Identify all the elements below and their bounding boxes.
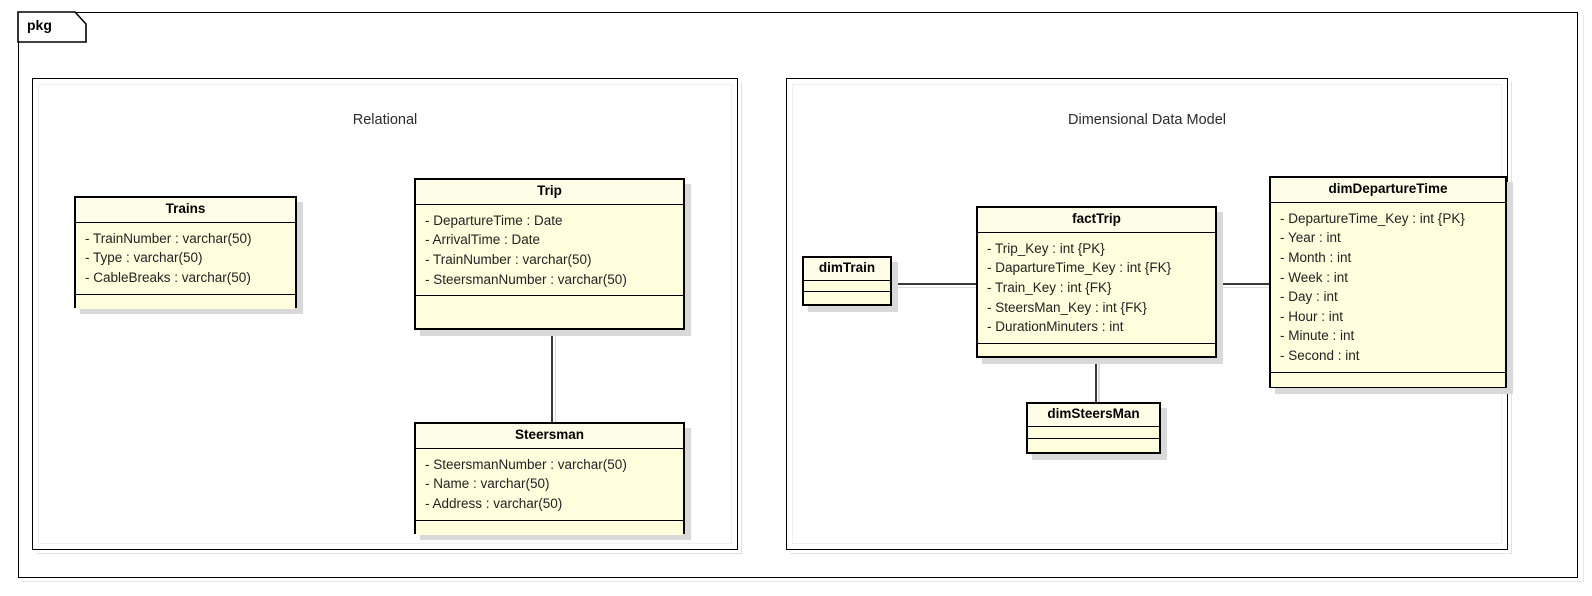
class-dimtrain-attributes bbox=[804, 280, 890, 292]
class-trains[interactable]: Trains - TrainNumber : varchar(50) - Typ… bbox=[74, 196, 297, 309]
class-attribute: - Hour : int bbox=[1280, 308, 1344, 324]
class-facttrip-attributes: - Trip_Key : int {PK} - DapartureTime_Ke… bbox=[978, 232, 1215, 344]
class-dimtrain-name: dimTrain bbox=[804, 258, 890, 281]
class-attribute: - TrainNumber : varchar(50) bbox=[425, 252, 592, 268]
association-facttrip-dimdeparturetime-shadow bbox=[1218, 286, 1272, 289]
class-dimsteersman-name: dimSteersMan bbox=[1028, 404, 1159, 427]
class-attribute: - Day : int bbox=[1280, 289, 1338, 305]
class-attribute: - CableBreaks : varchar(50) bbox=[85, 270, 251, 286]
class-trains-name: Trains bbox=[76, 198, 295, 223]
class-dimdeparturetime-attributes: - DepartureTime_Key : int {PK} - Year : … bbox=[1271, 202, 1505, 373]
package-tab-label: pkg bbox=[27, 17, 52, 33]
class-attribute: - Second : int bbox=[1280, 348, 1360, 363]
class-attribute: - SteersmanNumber : varchar(50) bbox=[425, 456, 627, 472]
class-trains-operations bbox=[76, 294, 295, 309]
class-facttrip-name: factTrip bbox=[978, 208, 1215, 233]
association-facttrip-dimsteersman-shadow bbox=[1098, 362, 1100, 406]
class-trip-name: Trip bbox=[416, 180, 683, 205]
class-attribute: - Year : int bbox=[1280, 230, 1341, 246]
class-trip-operations bbox=[416, 296, 683, 321]
class-dimsteersman-attributes bbox=[1028, 426, 1159, 439]
class-attribute: - ArrivalTime : Date bbox=[425, 232, 541, 248]
class-attribute: - Address : varchar(50) bbox=[425, 496, 563, 512]
package-frame-shadow bbox=[22, 16, 1584, 582]
class-attribute: - Trip_Key : int {PK} bbox=[987, 240, 1105, 256]
class-dimtrain[interactable]: dimTrain bbox=[802, 256, 892, 306]
class-attribute: - DapartureTime_Key : int {FK} bbox=[987, 260, 1172, 276]
package-tab-icon bbox=[17, 11, 87, 43]
class-trip-attributes: - DepartureTime : Date - ArrivalTime : D… bbox=[416, 204, 683, 297]
class-steersman-attributes: - SteersmanNumber : varchar(50) - Name :… bbox=[416, 448, 683, 521]
class-dimsteersman[interactable]: dimSteersMan bbox=[1026, 402, 1161, 454]
class-dimtrain-operations bbox=[804, 291, 890, 303]
class-attribute: - Name : varchar(50) bbox=[425, 476, 550, 492]
dimensional-frame-title: Dimensional Data Model bbox=[1068, 112, 1226, 128]
class-trains-attributes: - TrainNumber : varchar(50) - Type : var… bbox=[76, 222, 295, 295]
class-attribute: - Month : int bbox=[1280, 250, 1352, 266]
relational-frame-title: Relational bbox=[352, 112, 418, 128]
class-attribute: - Type : varchar(50) bbox=[85, 250, 203, 266]
association-facttrip-dimdeparturetime[interactable] bbox=[1215, 283, 1269, 285]
association-facttrip-dimsteersman[interactable] bbox=[1095, 358, 1097, 402]
class-steersman-name: Steersman bbox=[416, 424, 683, 449]
class-attribute: - Train_Key : int {FK} bbox=[987, 280, 1112, 296]
class-attribute: - Week : int bbox=[1280, 269, 1349, 285]
class-attribute: - SteersMan_Key : int {FK} bbox=[987, 299, 1147, 315]
class-attribute: - Minute : int bbox=[1280, 328, 1355, 344]
class-steersman[interactable]: Steersman - SteersmanNumber : varchar(50… bbox=[414, 422, 685, 535]
class-attribute: - DepartureTime_Key : int {PK} bbox=[1280, 210, 1465, 226]
class-attribute: - TrainNumber : varchar(50) bbox=[85, 230, 252, 246]
class-attribute: - SteersmanNumber : varchar(50) bbox=[425, 271, 627, 287]
class-steersman-operations bbox=[416, 520, 683, 535]
class-trip[interactable]: Trip - DepartureTime : Date - ArrivalTim… bbox=[414, 178, 685, 330]
class-dimdeparturetime-operations bbox=[1271, 372, 1505, 387]
class-dimdeparturetime[interactable]: dimDepartureTime - DepartureTime_Key : i… bbox=[1269, 176, 1507, 388]
association-dimtrain-facttrip-shadow bbox=[894, 286, 978, 289]
class-dimsteersman-operations bbox=[1028, 438, 1159, 451]
class-facttrip-operations bbox=[978, 343, 1215, 354]
class-dimdeparturetime-name: dimDepartureTime bbox=[1271, 178, 1505, 203]
association-dimtrain-facttrip[interactable] bbox=[892, 283, 976, 285]
association-trip-steersman[interactable] bbox=[551, 328, 553, 422]
association-trip-steersman-shadow bbox=[554, 332, 557, 424]
class-attribute: - DepartureTime : Date bbox=[425, 212, 563, 228]
class-attribute: - DurationMinuters : int bbox=[987, 319, 1124, 335]
class-facttrip[interactable]: factTrip - Trip_Key : int {PK} - Dapartu… bbox=[976, 206, 1217, 358]
